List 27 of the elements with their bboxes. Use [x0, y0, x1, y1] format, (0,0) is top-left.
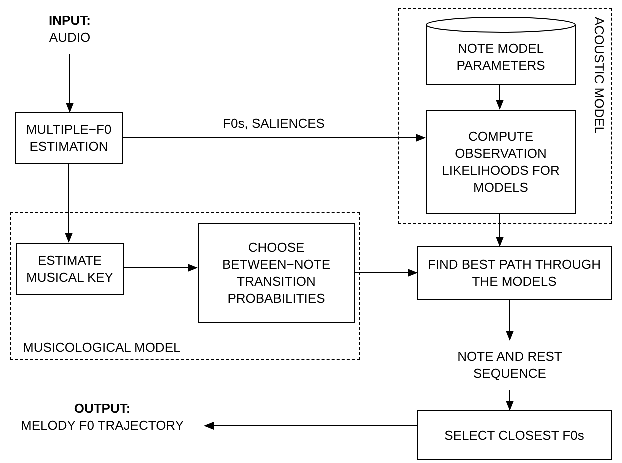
box-label: MULTIPLE−F0 ESTIMATION: [25, 121, 113, 155]
arrow: [506, 300, 514, 341]
box-label: FIND BEST PATH THROUGH THE MODELS: [426, 256, 602, 290]
process-box: [417, 410, 612, 460]
group-label: ACOUSTIC MODEL: [591, 17, 607, 134]
box-label: SELECT CLOSEST F0s: [444, 426, 584, 444]
arrow: [496, 212, 504, 247]
process-box: [426, 110, 576, 214]
process-box: [15, 112, 123, 164]
group-label: MUSICOLOGICAL MODEL: [23, 340, 181, 356]
arrow: [496, 84, 504, 110]
box-label: CHOOSE BETWEEN−NOTE TRANSITION PROBABILITIES: [222, 239, 332, 307]
cylinder-label: NOTE MODEL PARAMETERS: [456, 40, 546, 74]
process-box: [198, 223, 355, 323]
box-label: ESTIMATE MUSICAL KEY: [26, 252, 114, 286]
arrow: [122, 134, 426, 142]
process-box: [417, 246, 612, 300]
dashed-group-frame: [398, 8, 612, 224]
arrow: [354, 269, 418, 277]
arrow: [506, 390, 514, 411]
arrow: [66, 54, 74, 113]
arrow: [122, 264, 198, 272]
arrow: [65, 164, 73, 243]
dashed-group-frame: [10, 212, 360, 360]
process-box: [16, 243, 124, 295]
arrow: [204, 422, 418, 430]
box-label: COMPUTE OBSERVATION LIKELIHOODS FOR MODELS: [441, 128, 561, 196]
